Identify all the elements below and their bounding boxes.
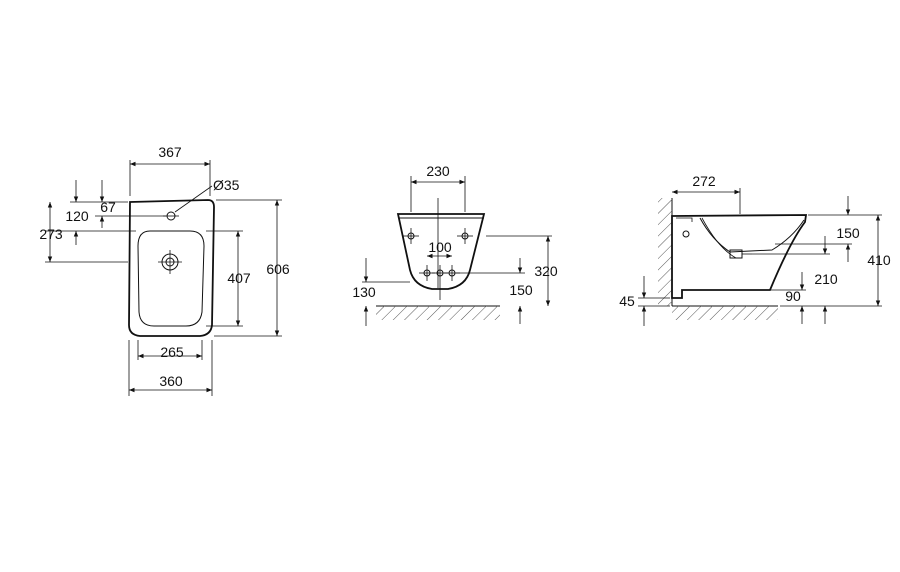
- rear-view: 230 100 320 150 130: [352, 163, 558, 326]
- floor-hatch-rear: [376, 306, 500, 320]
- dim-90: 90: [785, 288, 801, 304]
- top-view-bowl: [137, 230, 205, 327]
- dim-265: 265: [160, 344, 184, 360]
- dim-407: 407: [227, 270, 251, 286]
- rear-view-outline: [396, 213, 486, 290]
- top-view-outline: [128, 199, 215, 337]
- dim-367: 367: [158, 144, 182, 160]
- side-view: 272 150 410 210 90 45: [619, 173, 891, 326]
- dim-272: 272: [692, 173, 716, 189]
- dim-130: 130: [352, 284, 376, 300]
- dim-210: 210: [814, 271, 838, 287]
- dim-320: 320: [534, 263, 558, 279]
- connection-marks: [419, 265, 460, 300]
- side-view-bowl: [699, 217, 805, 253]
- dim-45: 45: [619, 293, 635, 309]
- dim-67: 67: [100, 199, 116, 215]
- top-view: 367 Ø35 120 67 273 407 606 265: [39, 144, 290, 396]
- side-view-outline: [671, 214, 808, 299]
- bolt-mark-left: [403, 228, 419, 244]
- bolt-mark-right: [457, 228, 473, 244]
- dim-150-side: 150: [836, 225, 860, 241]
- floor-hatch-side: [672, 306, 778, 320]
- dim-100: 100: [428, 239, 452, 255]
- dim-606: 606: [266, 261, 290, 277]
- wall-hatch: [658, 198, 672, 306]
- dim-410: 410: [867, 252, 891, 268]
- dim-150-rear: 150: [509, 282, 533, 298]
- dim-230: 230: [426, 163, 450, 179]
- dim-273: 273: [39, 226, 63, 242]
- dim-360: 360: [159, 373, 183, 389]
- dim-120: 120: [65, 208, 89, 224]
- dim-dia-35: Ø35: [213, 177, 240, 193]
